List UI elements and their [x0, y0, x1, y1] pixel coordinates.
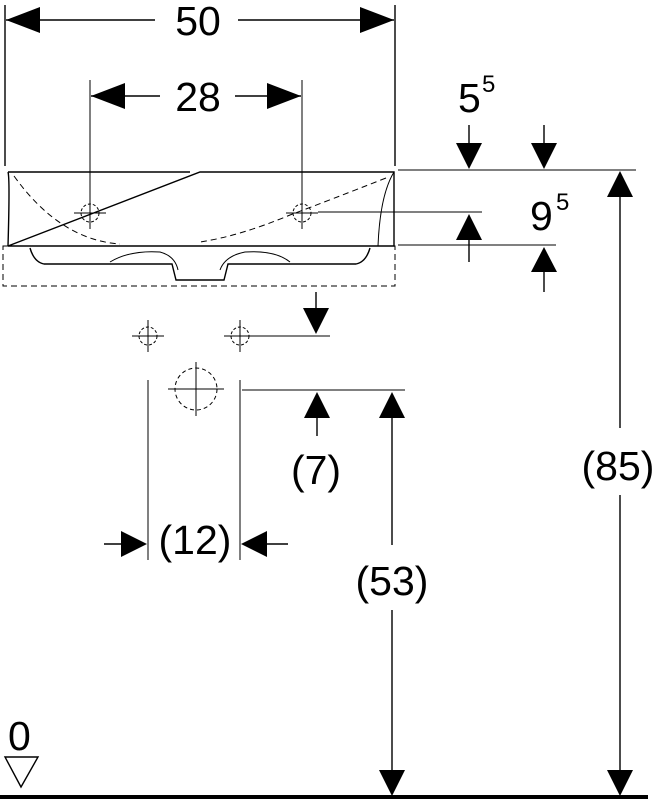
- drain-height-dimension: (53): [356, 392, 429, 796]
- floor-level-label: 0: [8, 713, 31, 759]
- drain-symbols: [131, 292, 330, 416]
- total-height-label: (85): [582, 443, 655, 489]
- total-width-label: 50: [175, 0, 221, 44]
- top-offset-superscript: 5: [482, 71, 495, 98]
- top-offset-dimension: 5 5: [398, 71, 636, 171]
- top-offset-label: 5: [458, 75, 481, 121]
- drain-offset-label: (7): [291, 447, 341, 493]
- total-width-dimension: 50: [4, 0, 396, 166]
- drain-width-label: (12): [159, 517, 232, 563]
- hole-spacing-label: 28: [175, 74, 221, 120]
- basin-outline: [2, 171, 396, 287]
- total-height-dimension: (85): [582, 171, 655, 796]
- rim-height-label: 9: [530, 193, 553, 239]
- rim-height-dimension: 9 5: [318, 189, 569, 292]
- drain-offset-dimension: (7): [242, 389, 405, 493]
- hole-spacing-dimension: 28: [89, 74, 303, 200]
- drain-height-label: (53): [356, 558, 429, 604]
- drain-width-dimension: (12): [104, 380, 288, 563]
- rim-height-superscript: 5: [556, 189, 569, 216]
- floor-level: 0: [0, 713, 648, 799]
